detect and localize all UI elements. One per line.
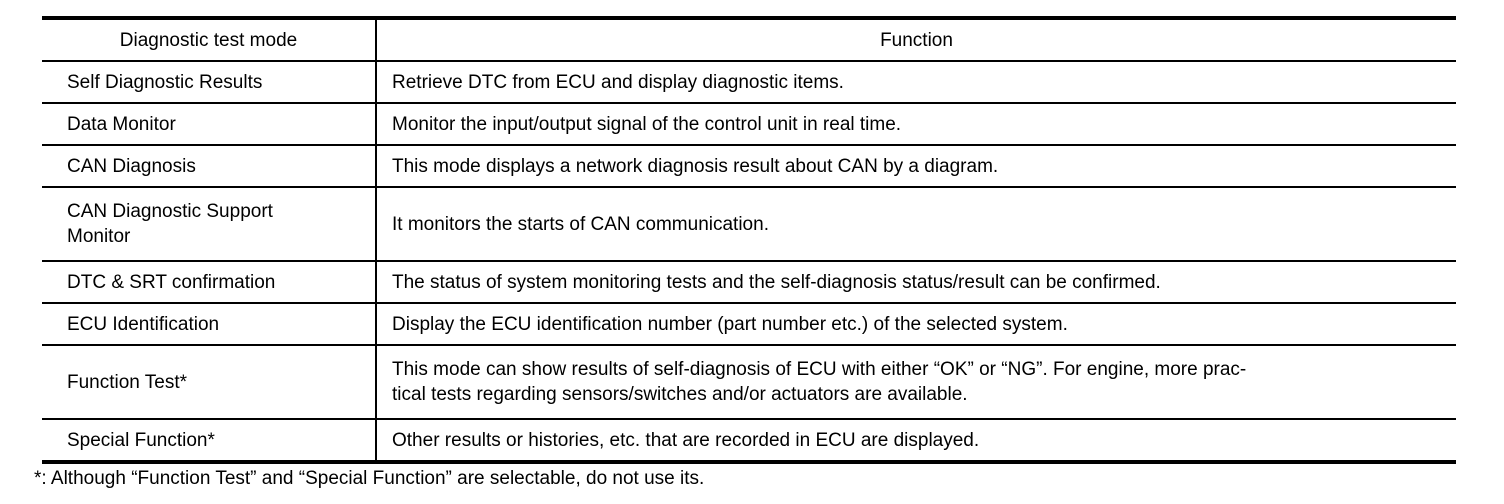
mode-label: Data Monitor bbox=[67, 113, 176, 135]
header-label-mode: Diagnostic test mode bbox=[119, 29, 298, 51]
diagnostic-test-mode-table: Diagnostic test mode Function Self Diagn… bbox=[42, 16, 1456, 464]
mode-label: ECU Identification bbox=[67, 313, 220, 335]
header-cell-diagnostic-test-mode: Diagnostic test mode bbox=[42, 20, 377, 60]
function-text: The status of system monitoring tests an… bbox=[392, 271, 1161, 293]
function-cell: Monitor the input/output signal of the c… bbox=[377, 104, 1456, 144]
function-cell: This mode can show results of self-diagn… bbox=[377, 346, 1456, 418]
function-cell: It monitors the starts of CAN communicat… bbox=[377, 188, 1456, 260]
mode-label: Function Test* bbox=[67, 371, 188, 393]
mode-label: CAN Diagnostic Support Monitor bbox=[67, 201, 273, 247]
function-cell: This mode displays a network diagnosis r… bbox=[377, 146, 1456, 186]
table-row-can-diagnosis: CAN Diagnosis This mode displays a netwo… bbox=[42, 146, 1456, 188]
table-footnote: *: Although “Function Test” and “Special… bbox=[34, 468, 705, 489]
table-row-ecu-identification: ECU Identification Display the ECU ident… bbox=[42, 304, 1456, 346]
function-text: Retrieve DTC from ECU and display diagno… bbox=[392, 71, 844, 93]
table-row-can-diagnostic-support-monitor: CAN Diagnostic Support Monitor It monito… bbox=[42, 188, 1456, 262]
mode-cell: ECU Identification bbox=[42, 304, 377, 344]
function-text: Other results or histories, etc. that ar… bbox=[392, 429, 980, 451]
table-row-special-function: Special Function* Other results or histo… bbox=[42, 420, 1456, 460]
mode-cell: Self Diagnostic Results bbox=[42, 62, 377, 102]
mode-cell: DTC & SRT confirmation bbox=[42, 262, 377, 302]
mode-cell: Special Function* bbox=[42, 420, 377, 460]
table-row-data-monitor: Data Monitor Monitor the input/output si… bbox=[42, 104, 1456, 146]
table-row-self-diagnostic-results: Self Diagnostic Results Retrieve DTC fro… bbox=[42, 62, 1456, 104]
function-cell: The status of system monitoring tests an… bbox=[377, 262, 1456, 302]
mode-cell: Data Monitor bbox=[42, 104, 377, 144]
mode-label: Self Diagnostic Results bbox=[67, 71, 263, 93]
table-row-dtc-srt-confirmation: DTC & SRT confirmation The status of sys… bbox=[42, 262, 1456, 304]
function-text: It monitors the starts of CAN communicat… bbox=[392, 213, 769, 235]
mode-label: Special Function* bbox=[67, 429, 215, 451]
header-cell-function: Function bbox=[377, 20, 1456, 60]
function-text-line2: tical tests regarding sensors/switches a… bbox=[392, 384, 968, 405]
mode-label: CAN Diagnosis bbox=[67, 155, 196, 177]
mode-cell: Function Test* bbox=[42, 346, 377, 418]
function-cell: Other results or histories, etc. that ar… bbox=[377, 420, 1456, 460]
mode-cell: CAN Diagnosis bbox=[42, 146, 377, 186]
header-label-function: Function bbox=[880, 29, 953, 51]
function-text-line1: This mode can show results of self-diagn… bbox=[392, 359, 1247, 380]
function-text: Monitor the input/output signal of the c… bbox=[392, 113, 902, 135]
table-header-row: Diagnostic test mode Function bbox=[42, 20, 1456, 62]
table-row-function-test: Function Test* This mode can show result… bbox=[42, 346, 1456, 420]
mode-cell: CAN Diagnostic Support Monitor bbox=[42, 188, 377, 260]
mode-label: DTC & SRT confirmation bbox=[67, 271, 276, 293]
function-text: This mode displays a network diagnosis r… bbox=[392, 155, 999, 177]
function-cell: Retrieve DTC from ECU and display diagno… bbox=[377, 62, 1456, 102]
function-cell: Display the ECU identification number (p… bbox=[377, 304, 1456, 344]
function-text: Display the ECU identification number (p… bbox=[392, 313, 1068, 335]
